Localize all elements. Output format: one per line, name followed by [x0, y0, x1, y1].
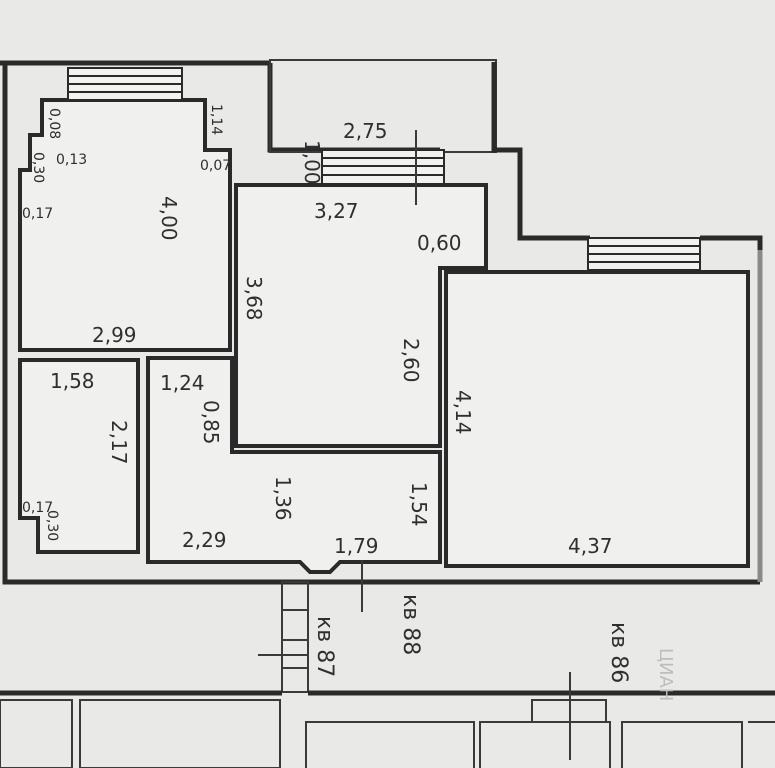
label-kitchen-inner: 2,60	[399, 338, 423, 383]
label-hall-f: 1,79	[334, 534, 379, 558]
label-room-tl-width: 2,99	[92, 323, 137, 347]
label-kitchen-right: 0,60	[417, 231, 462, 255]
label-big-room-height: 4,14	[451, 390, 475, 435]
label-hall-b: 0,85	[199, 400, 223, 445]
label-hall-a: 1,24	[160, 371, 205, 395]
label-hall-d: 2,29	[182, 528, 227, 552]
room-top-left	[18, 98, 232, 352]
label-bath-height: 2,17	[107, 420, 131, 465]
label-balcony-small-w: 1,00	[300, 140, 324, 185]
window-top-left	[67, 67, 183, 101]
label-room-tl-a: 1,14	[208, 104, 224, 135]
window-big-room	[587, 237, 701, 271]
label-balcony-small-l: 2,75	[343, 119, 388, 143]
window-kitchen	[321, 149, 445, 185]
label-room-tl-b: 0,07	[200, 158, 231, 174]
label-bath-a: 0,17	[22, 500, 53, 516]
label-kv88: кв 88	[398, 594, 423, 655]
kitchen-room	[234, 183, 488, 448]
watermark-text: ЦИАН	[655, 648, 676, 701]
label-big-room-width: 4,37	[568, 534, 613, 558]
label-bath-width: 1,58	[50, 369, 95, 393]
label-kv86: кв 86	[606, 622, 631, 683]
label-room-tl-c: 0,08	[46, 108, 62, 139]
label-room-tl-f: 0,17	[22, 206, 53, 222]
label-room-tl-e: 0,30	[30, 152, 46, 183]
label-kv87: кв 87	[312, 616, 337, 677]
outer-walls	[0, 59, 763, 585]
label-kitchen-top: 3,27	[314, 199, 359, 223]
bathroom	[18, 358, 140, 554]
label-hall-c: 1,36	[271, 476, 295, 521]
label-room-tl-d: 0,13	[56, 152, 87, 168]
big-room	[444, 270, 750, 568]
label-kitchen-left: 3,68	[242, 276, 266, 321]
neighbour-structures	[0, 581, 775, 768]
hallway	[146, 356, 442, 574]
label-bath-b: 0,30	[44, 510, 60, 541]
label-room-tl-height: 4,00	[157, 196, 181, 241]
label-hall-e: 1,54	[407, 482, 431, 527]
